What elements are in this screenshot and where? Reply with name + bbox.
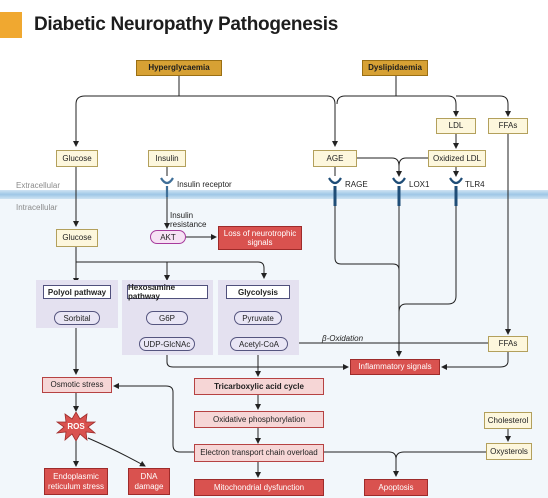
er-stress-node: Endoplasmic reticulum stress (44, 468, 108, 495)
tca-cycle-node: Tricarboxylic acid cycle (194, 378, 324, 395)
lox1-receptor-shape (392, 177, 406, 206)
ldl-node: LDL (436, 118, 476, 134)
oxysterols-node: Oxysterols (486, 443, 532, 460)
diagram-title: Diabetic Neuropathy Pathogenesis (34, 14, 338, 35)
sorbital-node: Sorbital (54, 311, 100, 325)
cholesterol-node: Cholesterol (484, 412, 532, 429)
hexosamine-pathway-header: Hexosamine pathway (127, 283, 208, 301)
osmotic-stress-node: Osmotic stress (42, 377, 112, 393)
acetyl-coa-node: Acetyl-CoA (230, 337, 288, 351)
tlr4-label: TLR4 (465, 180, 485, 189)
ros-starburst: ROS (55, 411, 97, 442)
loss-neurotrophic-signals-node: Loss of neurotrophic signals (218, 226, 302, 250)
insulin-resistance-label: Insulin resistance (170, 211, 207, 230)
mitochondrial-dysfunction-node: Mitochondrial dysfunction (194, 479, 324, 496)
udp-glcnac-node: UDP-GlcNAc (139, 337, 195, 351)
ros-label: ROS (67, 422, 85, 431)
glycolysis-header: Glycolysis (226, 285, 290, 299)
extracellular-label: Extracellular (16, 181, 61, 190)
apoptosis-node: Apoptosis (364, 479, 428, 496)
intracellular-label: Intracellular (16, 203, 58, 212)
dyslipidaemia-node: Dyslipidaemia (362, 60, 428, 76)
pyruvate-node: Pyruvate (234, 311, 282, 325)
tlr4-receptor-shape (449, 177, 463, 206)
cell-membrane (0, 190, 548, 199)
oxidized-ldl-node: Oxidized LDL (428, 150, 486, 167)
insulin-receptor-shape (160, 177, 174, 197)
g6p-node: G6P (146, 311, 188, 325)
rage-receptor-shape (328, 177, 342, 206)
title-accent-bar (0, 12, 22, 38)
etc-overload-node: Electron transport chain overload (194, 444, 324, 462)
glucose-extracellular-node: Glucose (56, 150, 98, 167)
age-node: AGE (313, 150, 357, 167)
dna-damage-node: DNA damage (128, 468, 170, 495)
oxidative-phosphorylation-node: Oxidative phosphorylation (194, 411, 324, 428)
hyperglycaemia-node: Hyperglycaemia (136, 60, 222, 76)
glucose-intracellular-node: Glucose (56, 229, 98, 247)
beta-oxidation-label: β-Oxidation (322, 334, 364, 343)
polyol-pathway-header: Polyol pathway (43, 285, 111, 299)
akt-node: AKT (150, 230, 186, 244)
insulin-receptor-label: Insulin receptor (177, 180, 232, 189)
inflammatory-signals-node: Inflammatory signals (350, 359, 440, 375)
ffas-extracellular-node: FFAs (488, 118, 528, 134)
insulin-node: Insulin (148, 150, 186, 167)
lox1-label: LOX1 (409, 180, 430, 189)
rage-label: RAGE (345, 180, 368, 189)
ffas-intracellular-node: FFAs (488, 336, 528, 352)
